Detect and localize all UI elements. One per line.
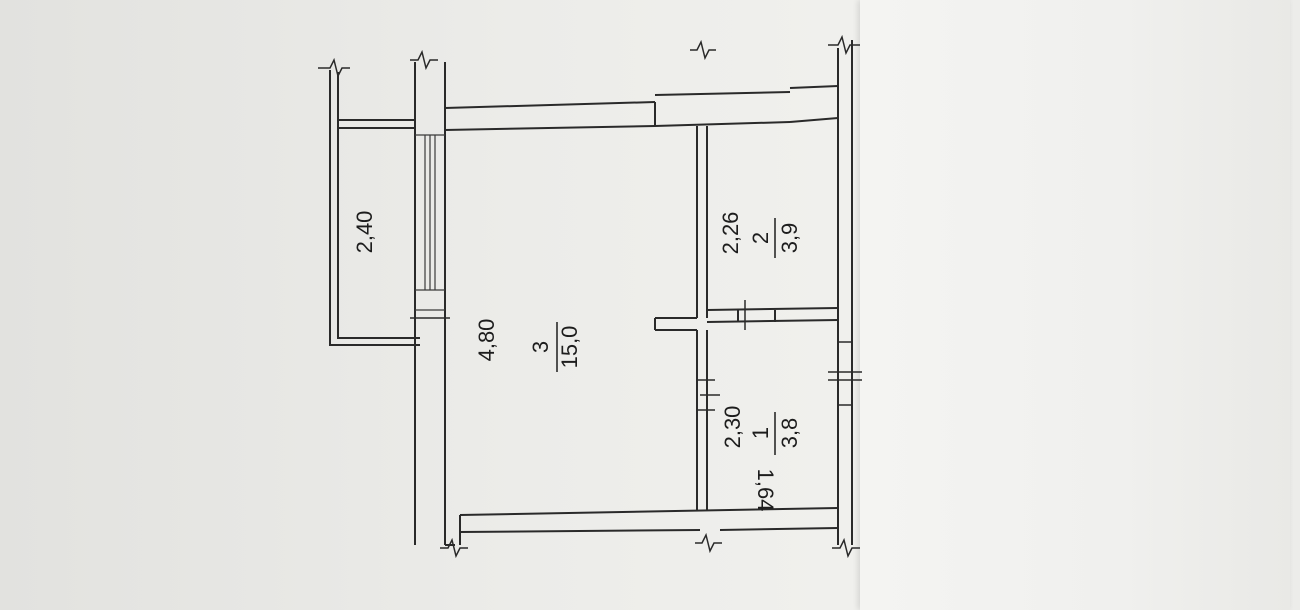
room3-side-label: 4,80 [474,319,499,362]
room1-side-label: 2,30 [720,406,745,449]
balcony [329,70,420,346]
room1-width-label: 1,64 [753,469,778,512]
room3-number-label: 3 [528,341,553,353]
room2-area-label: 3,9 [777,223,802,254]
room1-area: 3,8 [777,418,802,449]
room3-area: 15,0 [557,326,582,369]
room2-area: 3,9 [777,223,802,254]
dimension-room1: 2,30 [720,406,745,449]
room2-number-label: 2 [748,232,773,244]
area-fraction-lines [556,218,776,455]
door-marks [410,300,862,411]
break-marks [318,34,860,559]
dimension-balcony: 2,40 [352,211,377,254]
balcony-width-label: 2,40 [352,211,377,254]
room1-number-label: 1 [748,427,773,439]
room1-area-label: 3,8 [777,418,802,449]
room3-area-label: 15,0 [557,326,582,369]
room3-number: 3 [528,341,553,353]
room2-side-label: 2,26 [718,212,743,255]
room2-number: 2 [748,232,773,244]
interior-partitions [654,126,839,510]
dimension-room3: 4,80 [474,319,499,362]
paper-sheet-edge [860,0,1290,610]
room1-number: 1 [748,427,773,439]
dimension-room1-width: 1,64 [753,469,778,512]
window [415,134,445,311]
dimension-room2: 2,26 [718,212,743,255]
outer-walls [414,40,853,546]
